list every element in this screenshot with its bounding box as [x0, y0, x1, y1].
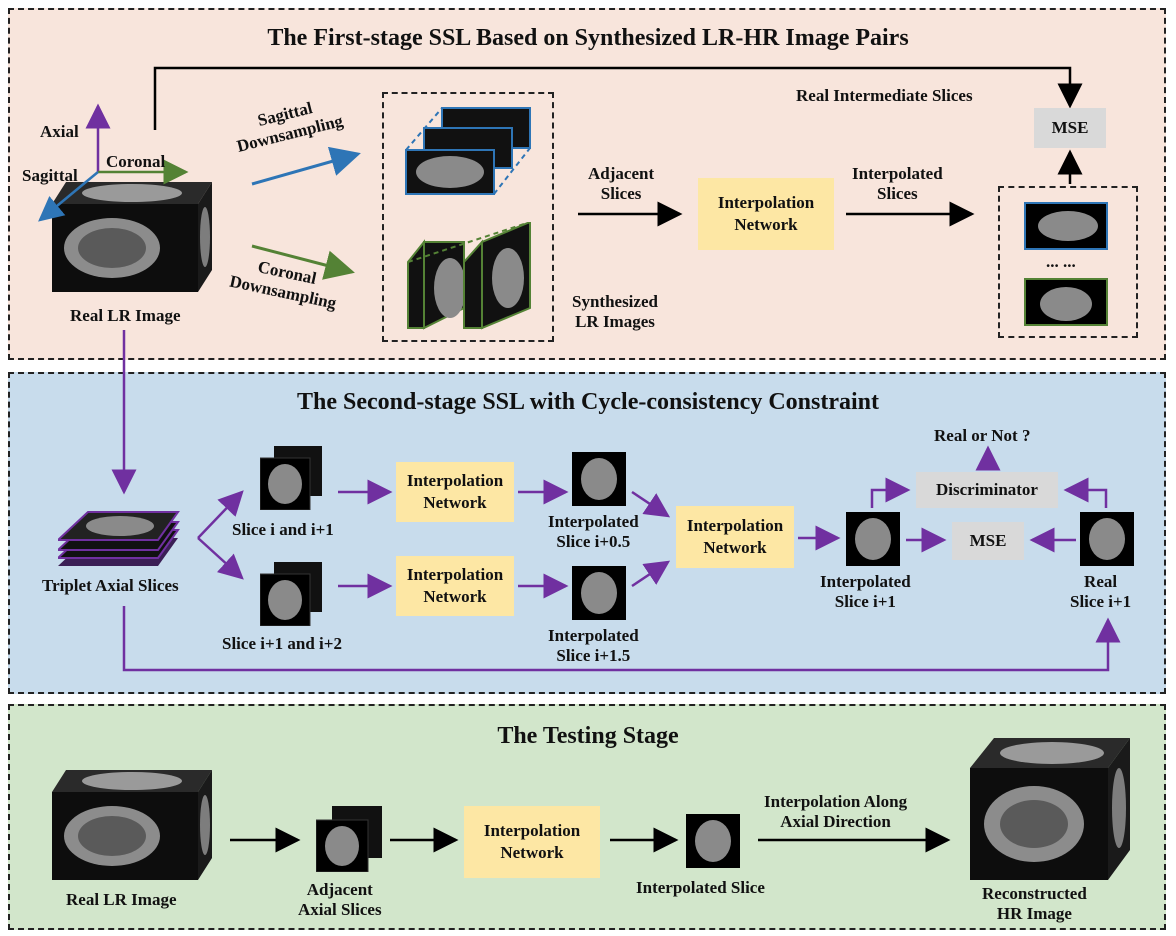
- slice-i-i1-label: Slice i and i+1: [232, 520, 334, 539]
- interpolated-slice-1-label: Interpolated Slice i+1: [820, 572, 911, 612]
- adjacent-axial-slices-image: [315, 806, 382, 873]
- network-label-line1: Interpolation: [686, 516, 784, 535]
- triplet-axial-label: Triplet Axial Slices: [42, 576, 179, 595]
- network-label-line2: Network: [423, 587, 487, 606]
- interpolated-slice-15-label: Interpolated Slice i+1.5: [548, 626, 639, 666]
- axis-axial-label: Axial: [40, 122, 79, 141]
- real-slice-1-label: Real Slice i+1: [1070, 572, 1131, 612]
- network-label-line2: Network: [500, 843, 564, 862]
- adjacent-axial-line2: Axial Slices: [298, 900, 382, 919]
- reconstructed-line1: Reconstructed: [982, 884, 1087, 903]
- real-lr-image-test-label: Real LR Image: [66, 890, 177, 909]
- reconstructed-hr-label: Reconstructed HR Image: [982, 884, 1087, 924]
- real-lr-image-label: Real LR Image: [70, 306, 181, 325]
- interpolated-slice-test-image: [686, 814, 740, 868]
- interpolated-sagittal-slice: [1024, 202, 1108, 250]
- real-or-not-label: Real or Not ?: [934, 426, 1031, 445]
- adjacent-slices-label: Adjacent Slices: [588, 164, 654, 204]
- coronal-slices-stack: [404, 220, 536, 332]
- network-label-line2: Network: [734, 215, 798, 234]
- interp1-line2: Slice i+1: [834, 592, 896, 611]
- stage3-title: The Testing Stage: [497, 723, 679, 749]
- synthesized-lr-box: [382, 92, 554, 342]
- interp1-line1: Interpolated: [820, 572, 911, 591]
- interpolated-line2: Slices: [877, 184, 918, 203]
- stage2-title: The Second-stage SSL with Cycle-consiste…: [296, 389, 879, 415]
- synthesized-lr-label: Synthesized LR Images: [572, 292, 658, 332]
- adjacent-axial-line1: Adjacent: [306, 880, 373, 899]
- interpolated-slice-1-image: [846, 512, 900, 566]
- interp-along-line1: Interpolation Along: [764, 792, 908, 811]
- axis-coronal-label: Coronal: [106, 152, 166, 171]
- network-label-line1: Interpolation: [717, 193, 815, 212]
- mse-box-stage1: MSE: [1034, 108, 1106, 148]
- real-slice-1-image: [1080, 512, 1134, 566]
- interpolated-line1: Interpolated: [852, 164, 943, 183]
- interpolated-coronal-slice: [1024, 278, 1108, 326]
- real-line1: Real: [1084, 572, 1118, 591]
- real-intermediate-slices-label: Real Intermediate Slices: [796, 86, 973, 105]
- interpolated-slices-box: [998, 186, 1138, 338]
- interp-along-axial-label: Interpolation Along Axial Direction: [764, 792, 907, 832]
- adjacent-line1: Adjacent: [588, 164, 655, 183]
- interp15-line2: Slice i+1.5: [556, 646, 631, 665]
- mse-box-stage2: MSE: [952, 522, 1024, 560]
- interpolated-slices-label: Interpolated Slices: [852, 164, 943, 204]
- mri-cube-stage3: [52, 770, 212, 880]
- network-label-line1: Interpolation: [406, 565, 504, 584]
- interp15-line1: Interpolated: [548, 626, 639, 645]
- synthesized-line1: Synthesized: [572, 292, 658, 311]
- network-label-line1: Interpolation: [406, 471, 504, 490]
- adjacent-axial-slices-label: Adjacent Axial Slices: [298, 880, 382, 920]
- interpolated-slice-15-image: [572, 566, 626, 620]
- slice-pair-a-image: [259, 446, 322, 511]
- slice-i1-i2-label: Slice i+1 and i+2: [222, 634, 342, 653]
- network-label-line2: Network: [423, 493, 487, 512]
- synthesized-line2: LR Images: [575, 312, 655, 331]
- network-label-line2: Network: [703, 538, 767, 557]
- sagittal-slices-stack: [402, 106, 534, 198]
- mri-cube-stage1: [52, 182, 212, 292]
- slice-pair-b-image: [259, 562, 322, 627]
- interp05-line1: Interpolated: [548, 512, 639, 531]
- interpolated-slice-test-label: Interpolated Slice: [636, 878, 765, 897]
- real-line2: Slice i+1: [1070, 592, 1132, 611]
- reconstructed-hr-cube: [970, 738, 1130, 880]
- interp05-line2: Slice i+0.5: [556, 532, 631, 551]
- axis-sagittal-label: Sagittal: [22, 166, 78, 185]
- reconstructed-line2: HR Image: [996, 904, 1072, 923]
- interpolated-slice-05-label: Interpolated Slice i+0.5: [548, 512, 639, 552]
- interp-along-line2: Axial Direction: [780, 812, 891, 831]
- adjacent-line2: Slices: [600, 184, 642, 203]
- triplet-axial-slices-image: [55, 508, 188, 568]
- ellipsis-label: ... ...: [1046, 252, 1076, 271]
- discriminator-box: Discriminator: [916, 472, 1058, 508]
- network-label-line1: Interpolation: [483, 821, 581, 840]
- interpolated-slice-05-image: [572, 452, 626, 506]
- stage1-title: The First-stage SSL Based on Synthesized…: [267, 25, 909, 51]
